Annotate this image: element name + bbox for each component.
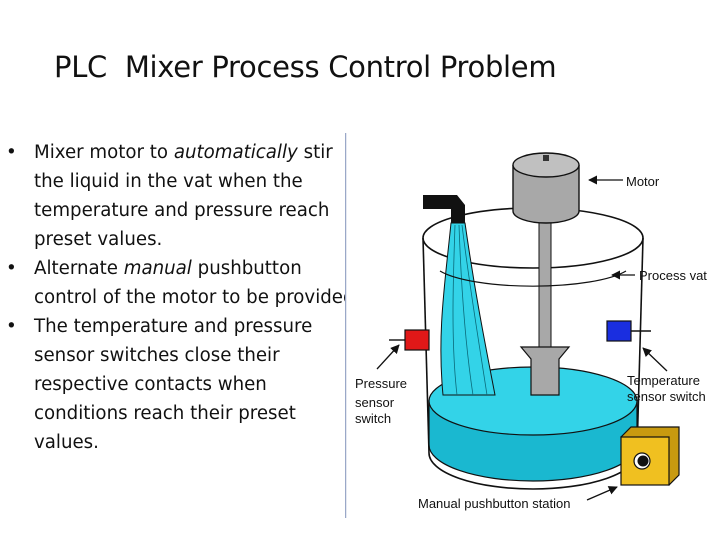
inlet-pipe (423, 195, 465, 223)
pressure-label-line2: sensor (355, 395, 395, 410)
bullet-text: Alternate (34, 258, 124, 279)
mixer-diagram: Motor Process vat Pressure sensor switch… (345, 133, 720, 518)
bullet-marker: • (6, 258, 17, 279)
station-arrow (586, 486, 618, 501)
bullet-emphasis: manual (123, 258, 192, 279)
slide-title: PLC Mixer Process Control Problem (54, 50, 557, 84)
motor-label: Motor (626, 174, 660, 189)
bullet-list: • Mixer motor to automatically stir the l… (6, 138, 366, 457)
bullet-text: The temperature and pressure sensor swit… (34, 316, 313, 453)
impeller (519, 346, 571, 396)
vat-wall-right (636, 237, 644, 454)
bullet-marker: • (6, 316, 17, 337)
temperature-label-line1: Temperature (627, 373, 700, 388)
bullet-item: • Alternate manual pushbutton control of … (6, 254, 366, 312)
motor (512, 152, 580, 224)
bullet-item: • The temperature and pressure sensor swi… (6, 312, 366, 457)
temperature-sensor-box (606, 320, 632, 342)
bullet-text: pushbutton control of the motor to be pr… (34, 258, 361, 308)
temperature-sensor (606, 320, 651, 342)
pressure-arrow (376, 344, 400, 370)
bullet-text: Mixer motor to (34, 142, 174, 163)
manual-station-label: Manual pushbutton station (418, 496, 571, 511)
annotation-arrows (376, 175, 668, 501)
bullet-emphasis: automatically (173, 142, 298, 163)
motor-top (512, 152, 580, 178)
bullet-marker: • (6, 142, 17, 163)
pressure-label-line1: Pressure (355, 376, 408, 391)
mixer-diagram-drawing (345, 133, 680, 518)
bullet-item: • Mixer motor to automatically stir the l… (6, 138, 366, 254)
pressure-label-line3: switch (355, 411, 392, 426)
pressure-sensor-box (404, 329, 430, 351)
pressure-sensor (389, 329, 430, 351)
vat-front-rim (439, 270, 627, 287)
inflow-stream (440, 222, 496, 396)
temperature-label-line2: sensor switch (627, 389, 706, 404)
stream-body (440, 222, 496, 396)
bullet-text: stir the liquid in the vat when the temp… (34, 142, 333, 250)
temperature-arrow (642, 347, 668, 372)
impeller-blades (519, 346, 571, 396)
process-vat-label: Process vat (639, 268, 707, 283)
manual-pushbutton-station (620, 426, 680, 486)
motor-body (512, 165, 580, 224)
